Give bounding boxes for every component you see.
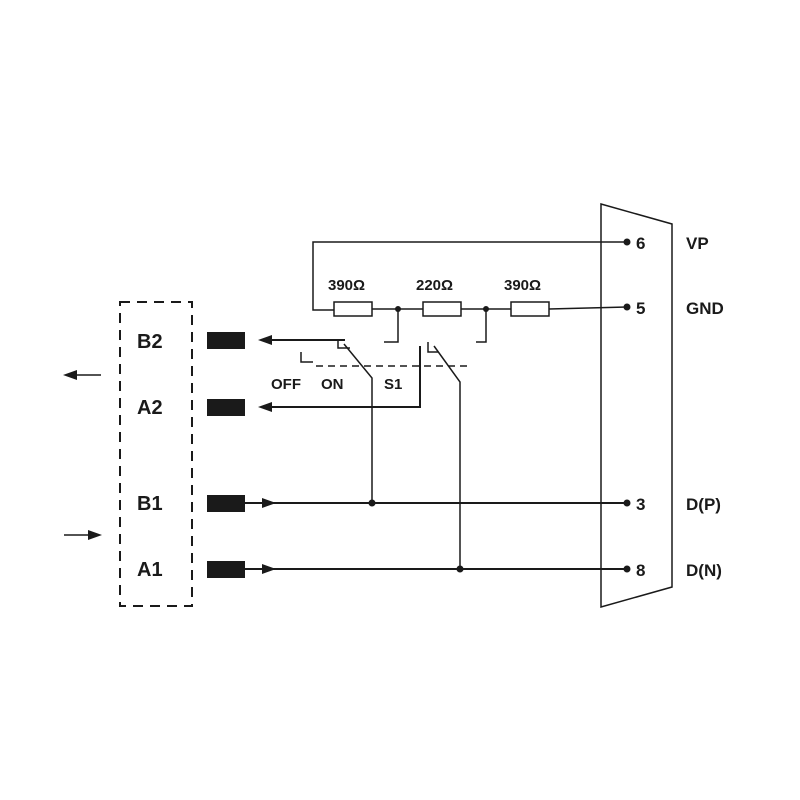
pin-8: 8 D(N) <box>623 561 722 580</box>
pin-3-signal: D(P) <box>686 495 721 514</box>
resistor-chain: 390Ω 220Ω 390Ω <box>328 277 628 317</box>
resistor-1 <box>333 301 373 317</box>
pin-6-signal: VP <box>686 234 709 253</box>
terminal-plug-b2 <box>207 332 245 349</box>
switch-off-label: OFF <box>271 376 301 393</box>
resistor-2-value: 220Ω <box>416 277 453 294</box>
pin-8-signal: D(N) <box>686 561 722 580</box>
resistor-2 <box>422 301 462 317</box>
resistor-3 <box>510 301 550 317</box>
terminal-plug-b1 <box>207 495 245 512</box>
switch-on-label: ON <box>321 376 344 393</box>
resistor-3-value: 390Ω <box>504 277 541 294</box>
terminal-a2-label: A2 <box>137 397 163 419</box>
terminal-plug-a1 <box>207 561 245 578</box>
pin-3-number: 3 <box>636 495 645 514</box>
pin-5: 5 GND <box>623 299 724 318</box>
pin-3: 3 D(P) <box>623 495 721 514</box>
pin-5-number: 5 <box>636 299 645 318</box>
pin-6: 6 VP <box>623 234 709 253</box>
pin-8-number: 8 <box>636 561 645 580</box>
terminal-plug-a2 <box>207 399 245 416</box>
outgoing-direction-arrow <box>63 370 101 380</box>
terminal-b2-label: B2 <box>137 331 163 353</box>
terminal-b1-label: B1 <box>137 493 163 515</box>
incoming-bus <box>244 498 627 574</box>
switch-s1: OFF ON S1 <box>271 340 470 569</box>
dsub-connector-outline <box>600 203 673 608</box>
bus-terminal-block <box>119 301 193 607</box>
resistor-1-value: 390Ω <box>328 277 365 294</box>
outgoing-bus <box>258 335 421 412</box>
gnd-wire <box>548 306 628 310</box>
terminal-a1-label: A1 <box>137 559 163 581</box>
pin-5-signal: GND <box>686 299 724 318</box>
pin-6-number: 6 <box>636 234 645 253</box>
switch-s1-label: S1 <box>384 376 402 393</box>
vp-wire <box>312 241 627 311</box>
incoming-direction-arrow <box>64 530 102 540</box>
